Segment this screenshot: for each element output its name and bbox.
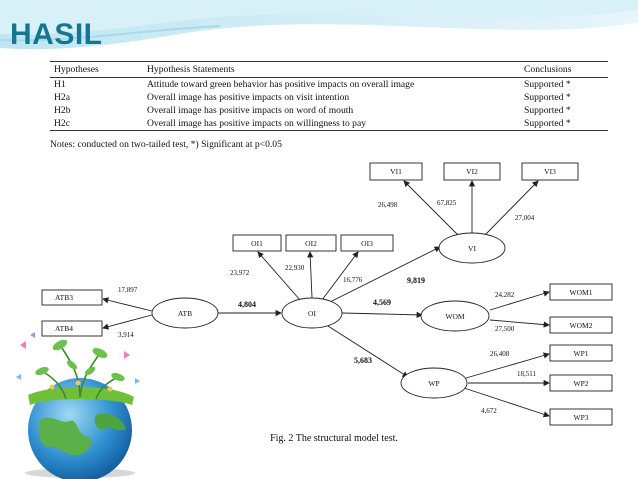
indicator-label-oi2: OI2	[305, 239, 317, 248]
indicator-box-wom1	[549, 283, 613, 301]
hypothesis-statement: Attitude toward green behavior has posit…	[147, 79, 415, 90]
arrow-wp-wp1	[465, 352, 550, 379]
loading-wom1: 24,282	[495, 291, 515, 299]
indicator-box-oi3	[340, 234, 394, 252]
loading-oi3: 16,776	[343, 276, 363, 284]
loading-vi2: 67,825	[437, 199, 457, 207]
table-row: H1 Attitude toward green behavior has po…	[50, 78, 608, 92]
arrow-vi-vi1	[403, 180, 459, 236]
arrow-wom-wom2	[489, 319, 550, 328]
latent-label-vi: VI	[468, 244, 476, 253]
arrow-oi-oi3	[321, 251, 359, 301]
loading-vi1: 26,498	[378, 201, 398, 209]
latent-ellipse-oi	[281, 297, 343, 329]
indicator-box-atb3	[41, 289, 103, 306]
hypothesis-id: H2a	[54, 92, 70, 103]
arrow-atb-atb4	[102, 314, 153, 330]
loading-oi1: 23,972	[230, 269, 250, 277]
latent-ellipse-wom	[420, 300, 490, 332]
indicator-box-wp1	[549, 344, 613, 362]
hypothesis-conclusion: Supported *	[520, 117, 608, 131]
path-oi-wom: 4,569	[373, 298, 391, 307]
column-header-statements: Hypothesis Statements	[143, 61, 520, 78]
loading-wom2: 27,500	[495, 325, 515, 333]
loading-wp3: 4,672	[481, 407, 497, 415]
arrow-oi-oi2	[307, 251, 314, 299]
arrow-oi-wom	[341, 311, 423, 319]
loading-wp2: 18,511	[517, 370, 536, 378]
hypothesis-conclusion: Supported *	[524, 79, 571, 90]
indicator-box-vi3	[521, 162, 579, 181]
hypothesis-conclusion: Supported *	[524, 92, 571, 103]
indicator-box-vi1	[369, 162, 423, 181]
arrow-wom-wom1	[489, 290, 550, 311]
arrow-oi-oi1	[257, 251, 301, 301]
latent-label-atb: ATB	[178, 309, 192, 318]
hypothesis-statement: Overall image has positive impacts on vi…	[147, 92, 350, 103]
indicator-label-vi3: VI3	[544, 167, 556, 176]
table-row: H2a Overall image has positive impacts o…	[50, 91, 608, 104]
latent-label-wp: WP	[428, 379, 439, 388]
figure-caption: Fig. 2 The structural model test.	[270, 433, 398, 444]
indicator-label-oi1: OI1	[251, 239, 263, 248]
earth-plant-illustration	[16, 332, 140, 479]
indicator-label-vi1: VI1	[390, 167, 402, 176]
loading-atb3: 17,897	[118, 286, 138, 294]
hypothesis-id: H2b	[54, 105, 71, 116]
arrow-atb-atb3	[102, 297, 153, 312]
indicator-label-wom1: WOM1	[570, 288, 593, 297]
table-row: H2b Overall image has positive impacts o…	[50, 104, 608, 117]
indicator-label-vi2: VI2	[466, 167, 478, 176]
indicator-label-wp3: WP3	[574, 413, 589, 422]
arrow-wp-wp3	[463, 387, 550, 418]
table-note: Notes: conducted on two-tailed test, *) …	[50, 139, 282, 150]
latent-ellipse-atb	[151, 297, 219, 329]
hypothesis-statement: Overall image has positive impacts on wo…	[147, 105, 354, 116]
loading-atb4: 3,914	[118, 331, 134, 339]
hypothesis-table: Hypotheses Hypothesis Statements Conclus…	[50, 61, 608, 131]
indicator-label-wom2: WOM2	[570, 321, 593, 330]
hypothesis-id: H1	[54, 79, 66, 90]
indicator-label-atb3: ATB3	[55, 293, 73, 302]
table-row: H2c Overall image has positive impacts o…	[50, 117, 608, 131]
indicator-label-oi3: OI3	[361, 239, 373, 248]
indicator-box-atb4	[41, 320, 103, 337]
indicator-label-wp2: WP2	[574, 379, 589, 388]
path-oi-wp: 5,683	[354, 356, 372, 365]
arrow-vi-vi3	[484, 180, 539, 236]
latent-ellipse-wp	[400, 367, 468, 399]
indicator-box-oi1	[232, 234, 282, 252]
hypothesis-id: H2c	[50, 117, 143, 131]
indicator-box-wp3	[549, 408, 613, 426]
indicator-box-wp2	[549, 374, 613, 392]
arrow-oi-vi	[329, 246, 441, 303]
arrow-oi-wp	[327, 325, 409, 378]
indicator-box-vi2	[443, 162, 501, 181]
table-header-row: Hypotheses Hypothesis Statements Conclus…	[50, 61, 608, 78]
column-header-conclusions: Conclusions	[520, 61, 608, 78]
loading-oi2: 22,930	[285, 264, 305, 272]
indicator-label-atb4: ATB4	[55, 324, 73, 333]
page-title: HASIL	[10, 18, 103, 51]
column-header-hypotheses: Hypotheses	[50, 61, 143, 78]
hypothesis-conclusion: Supported *	[524, 105, 571, 116]
latent-ellipse-vi	[438, 232, 506, 264]
loading-vi3: 27,004	[515, 214, 535, 222]
latent-label-oi: OI	[308, 309, 316, 318]
path-atb-oi: 4,804	[238, 300, 256, 309]
indicator-box-oi2	[285, 234, 337, 252]
hypothesis-statement: Overall image has positive impacts on wi…	[143, 117, 520, 131]
path-oi-vi: 9,819	[407, 276, 425, 285]
latent-label-wom: WOM	[445, 312, 464, 321]
indicator-label-wp1: WP1	[574, 349, 589, 358]
loading-wp1: 26,408	[490, 350, 510, 358]
indicator-box-wom2	[549, 316, 613, 334]
